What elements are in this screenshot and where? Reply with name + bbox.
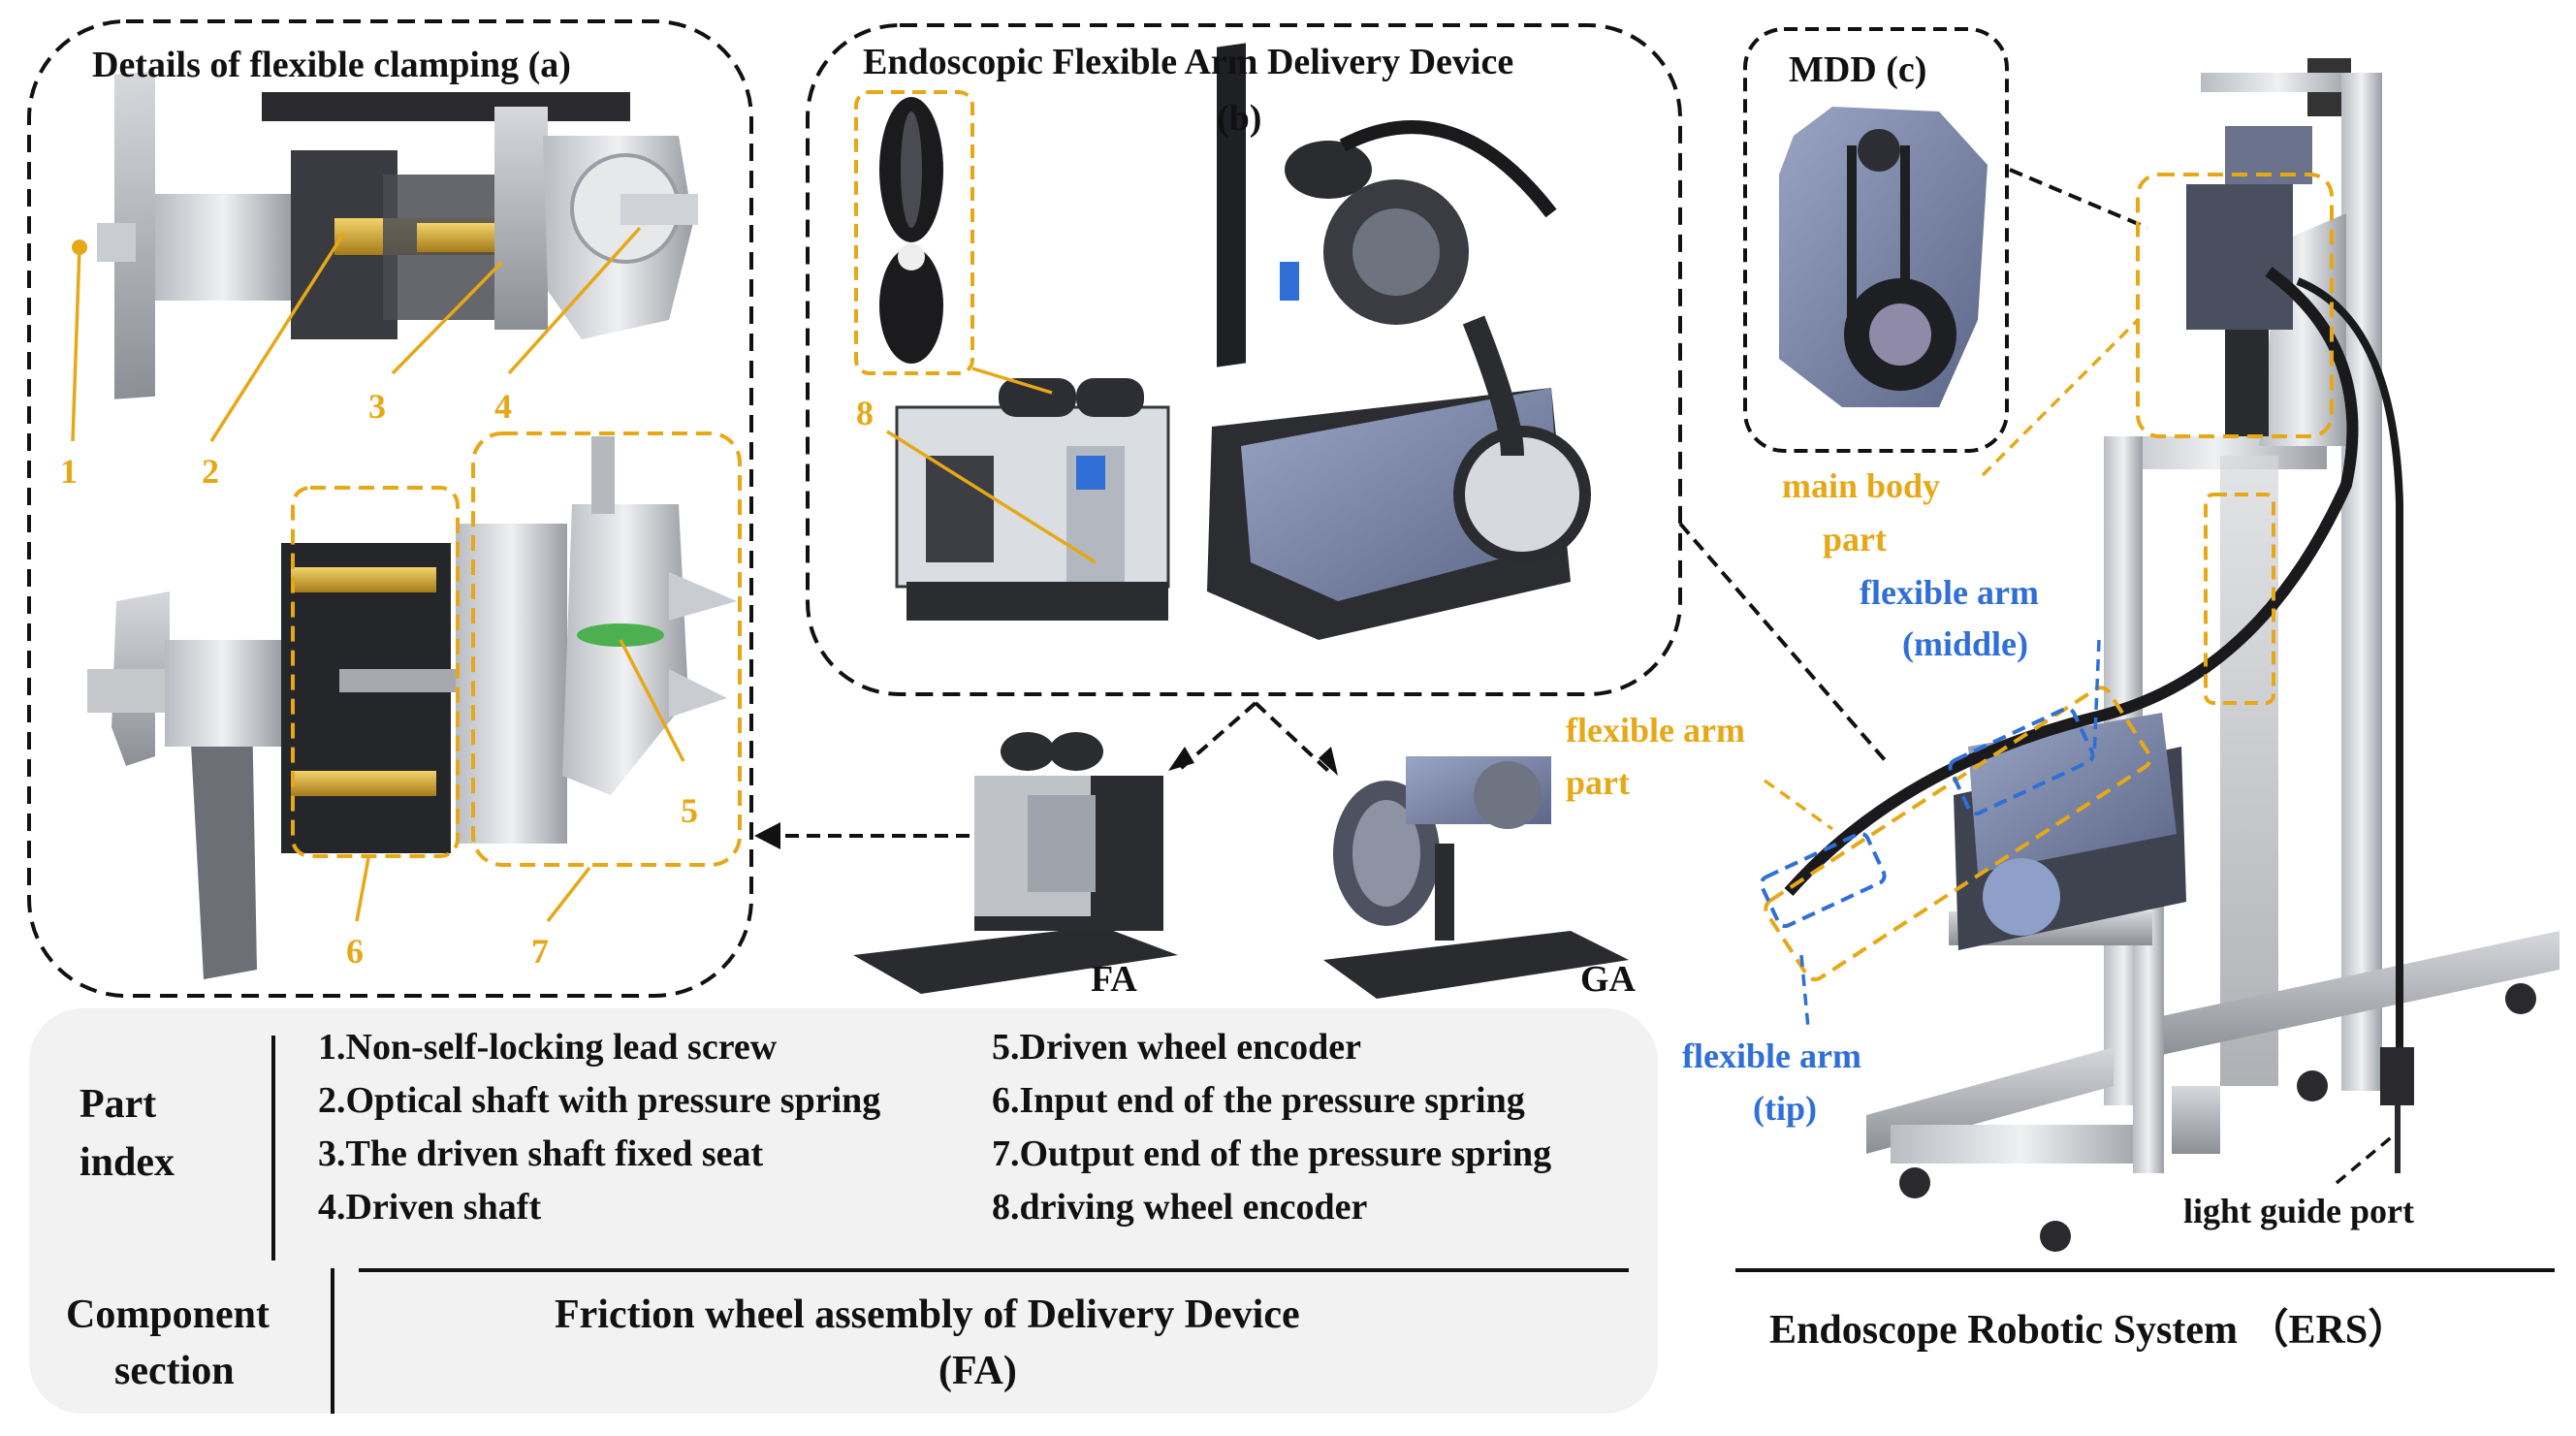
fa-section-title-2: (FA) — [938, 1349, 1017, 1393]
flex-part-label-2: part — [1566, 763, 1630, 802]
panel-a-title: Details of flexible clamping (a) — [92, 45, 571, 85]
fa-label: FA — [1091, 959, 1137, 1000]
fa-device — [853, 732, 1178, 994]
clamp-lower-assembly — [87, 436, 737, 979]
light-guide-port-label: light guide port — [2183, 1192, 2415, 1230]
part-number-8: 8 — [856, 394, 874, 432]
main-body-label-2: part — [1823, 520, 1887, 558]
mdd-device — [1779, 107, 1988, 407]
part-number-6: 6 — [346, 932, 364, 971]
group-box-6 — [291, 486, 460, 858]
ga-device — [1323, 756, 1629, 999]
legend-item-2: 2.Optical shaft with pressure spring — [318, 1080, 881, 1121]
group-box-7 — [471, 431, 742, 867]
part-number-4: 4 — [494, 387, 512, 426]
main-body-label-1: main body — [1782, 466, 1941, 505]
part-number-2: 2 — [202, 452, 219, 491]
ga-closeup — [1207, 43, 1591, 640]
panel-c-title: MDD (c) — [1789, 49, 1927, 90]
panel-c-border — [1743, 27, 2009, 453]
flex-arm-middle-blue-box — [1948, 706, 2095, 816]
ga-label: GA — [1580, 959, 1636, 1000]
ers-title: Endoscope Robotic System （ERS） — [1769, 1308, 2409, 1353]
flex-tip-label-1: flexible arm — [1682, 1037, 1861, 1075]
legend-item-3: 3.The driven shaft fixed seat — [318, 1133, 764, 1174]
fa-section-title-1: Friction wheel assembly of Delivery Devi… — [555, 1292, 1300, 1337]
ers-leaders — [1763, 318, 2397, 1185]
part-number-7: 7 — [531, 932, 549, 971]
legend-item-4: 4.Driven shaft — [318, 1187, 542, 1228]
part-number-5: 5 — [681, 791, 698, 830]
part-number-3: 3 — [368, 387, 386, 426]
legend-item-7: 7.Output end of the pressure spring — [992, 1133, 1552, 1174]
flex-middle-label-2: (middle) — [1902, 624, 2028, 663]
panel-b-subtitle: (b) — [1217, 98, 1262, 139]
panel-b-border — [806, 23, 1682, 696]
part-number-1: 1 — [60, 452, 78, 491]
ers-frame — [1784, 58, 2560, 1252]
leader-lines-a — [71, 226, 685, 923]
flex-arm-middle-box — [2204, 493, 2275, 705]
part-index-label-1: Part — [80, 1082, 157, 1127]
panel-a-border — [27, 19, 753, 998]
legend-item-6: 6.Input end of the pressure spring — [992, 1080, 1525, 1121]
flex-part-label-1: flexible arm — [1566, 711, 1745, 750]
main-body-box — [2136, 173, 2334, 438]
flex-middle-label-1: flexible arm — [1860, 573, 2039, 612]
part-index-label-2: index — [80, 1140, 175, 1185]
component-label-1: Component — [66, 1292, 270, 1337]
flex-arm-tip-box — [1759, 831, 1887, 929]
legend-background — [29, 1008, 1658, 1414]
panel-b-title: Endoscopic Flexible Arm Delivery Device — [863, 42, 1514, 82]
flex-arm-part-box — [1764, 686, 2152, 982]
legend-item-5: 5.Driven wheel encoder — [992, 1027, 1361, 1068]
legend-item-1: 1.Non-self-locking lead screw — [318, 1027, 778, 1068]
leader-8 — [886, 430, 1097, 564]
wheel-detail-box — [854, 90, 974, 375]
flex-tip-label-2: (tip) — [1753, 1089, 1817, 1128]
component-label-2: section — [114, 1349, 235, 1393]
fa-closeup — [895, 378, 1170, 621]
legend-item-8: 8.driving wheel encoder — [992, 1187, 1368, 1228]
clamp-upper-assembly — [72, 71, 698, 399]
